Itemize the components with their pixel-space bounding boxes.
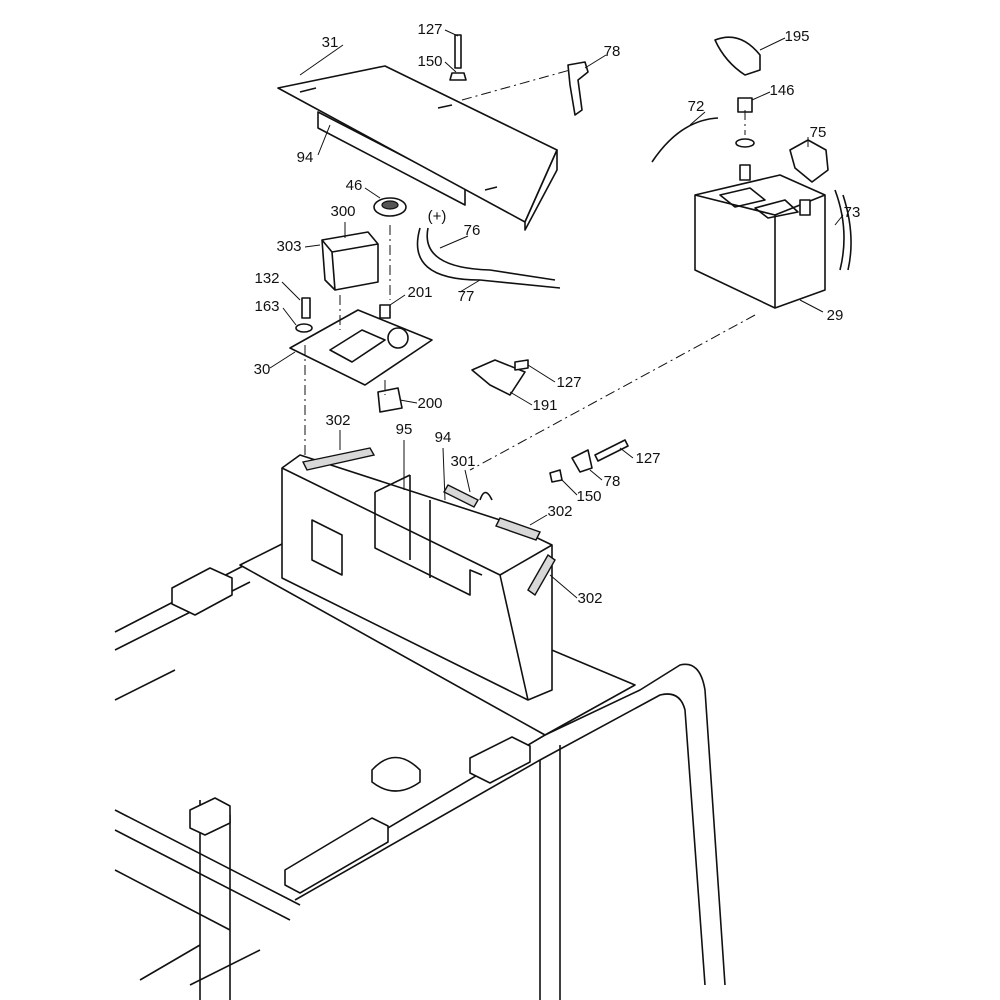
part-label: 29 xyxy=(827,307,844,324)
part-label: 132 xyxy=(254,270,279,287)
part-label: 150 xyxy=(417,53,442,70)
part-label: 195 xyxy=(784,28,809,45)
part-label: 302 xyxy=(325,412,350,429)
part-label: 127 xyxy=(417,21,442,38)
battery-box-lid xyxy=(277,65,558,231)
part-label: 78 xyxy=(604,43,621,60)
part-label: 73 xyxy=(844,204,861,221)
part-label: 46 xyxy=(346,177,363,194)
part-label: 303 xyxy=(276,238,301,255)
part-label: 31 xyxy=(322,34,339,51)
part-label: 301 xyxy=(450,453,475,470)
part-label: 163 xyxy=(254,298,279,315)
frame xyxy=(114,564,726,1000)
part-label: 146 xyxy=(769,82,794,99)
part-label: 30 xyxy=(254,361,271,378)
part-label: 95 xyxy=(396,421,413,438)
part-label: 77 xyxy=(458,288,475,305)
part-label: 94 xyxy=(435,429,452,446)
part-label: 72 xyxy=(688,98,705,115)
part-label: 302 xyxy=(577,590,602,607)
part-label: 76 xyxy=(464,222,481,239)
leader-lines xyxy=(269,29,844,599)
part-label: 75 xyxy=(810,124,827,141)
part-label: 302 xyxy=(547,503,572,520)
alignment-lines xyxy=(304,69,756,471)
part-label: 200 xyxy=(417,395,442,412)
part-label: 94 xyxy=(297,149,314,166)
part-labels: 31 127 150 78 195 146 72 75 94 46 300 30… xyxy=(254,21,861,607)
part-label: 300 xyxy=(330,203,355,220)
battery-box xyxy=(281,447,556,701)
part-label: 201 xyxy=(407,284,432,301)
part-label: 191 xyxy=(532,397,557,414)
polarity-label: (+) xyxy=(428,208,447,225)
part-label: 127 xyxy=(556,374,581,391)
small-parts xyxy=(289,34,852,483)
part-label: 127 xyxy=(635,450,660,467)
part-label: 78 xyxy=(604,473,621,490)
part-label: 150 xyxy=(576,488,601,505)
